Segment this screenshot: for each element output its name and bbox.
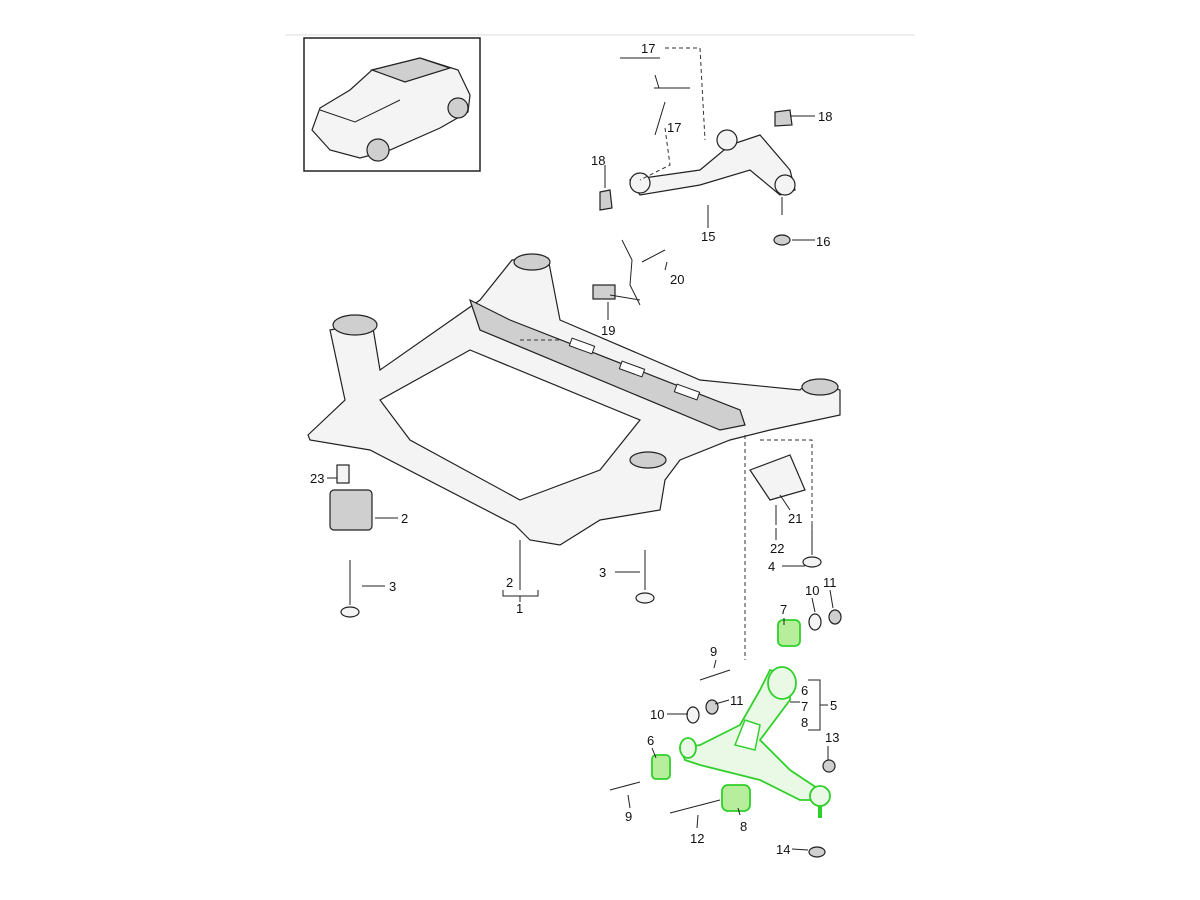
callout-17[interactable]: 17 [667, 120, 681, 135]
callout-3[interactable]: 3 [599, 565, 606, 580]
callout-17[interactable]: 17 [641, 41, 655, 56]
callout-9[interactable]: 9 [710, 644, 717, 659]
subframe-mount[interactable] [329, 454, 822, 618]
callout-15[interactable]: 15 [701, 229, 715, 244]
callout-16[interactable]: 16 [816, 234, 830, 249]
callout-7[interactable]: 7 [801, 699, 808, 714]
vehicle-thumbnail[interactable] [303, 37, 481, 172]
level-sensor[interactable] [592, 239, 666, 306]
callout-10[interactable]: 10 [805, 583, 819, 598]
callout-4[interactable]: 4 [768, 559, 775, 574]
callout-22[interactable]: 22 [770, 541, 784, 556]
callout-18[interactable]: 18 [818, 109, 832, 124]
leader-lines [327, 47, 834, 851]
callout-10[interactable]: 10 [650, 707, 664, 722]
callout-5[interactable]: 5 [830, 698, 837, 713]
callout-2[interactable]: 2 [506, 575, 513, 590]
callout-1[interactable]: 1 [516, 601, 523, 616]
callout-20[interactable]: 20 [670, 272, 684, 287]
lower-control-arm[interactable] [609, 609, 842, 858]
callout-12[interactable]: 12 [690, 831, 704, 846]
callout-3[interactable]: 3 [389, 579, 396, 594]
upper-control-arm[interactable] [599, 57, 796, 246]
callout-6[interactable]: 6 [647, 733, 654, 748]
callout-23[interactable]: 23 [310, 471, 324, 486]
callout-13[interactable]: 13 [825, 730, 839, 745]
callout-labels: 17 17 18 18 15 16 20 19 23 2 3 2 1 3 21 … [310, 41, 839, 857]
callout-6[interactable]: 6 [801, 683, 808, 698]
callout-9[interactable]: 9 [625, 809, 632, 824]
callout-8[interactable]: 8 [740, 819, 747, 834]
subframe[interactable] [307, 253, 841, 546]
callout-8[interactable]: 8 [801, 715, 808, 730]
callout-11[interactable]: 11 [730, 693, 744, 708]
callout-7[interactable]: 7 [780, 602, 787, 617]
callout-19[interactable]: 19 [601, 323, 615, 338]
callout-21[interactable]: 21 [788, 511, 802, 526]
callout-14[interactable]: 14 [776, 842, 790, 857]
callout-2[interactable]: 2 [401, 511, 408, 526]
callout-18[interactable]: 18 [591, 153, 605, 168]
callout-11[interactable]: 11 [823, 575, 837, 590]
